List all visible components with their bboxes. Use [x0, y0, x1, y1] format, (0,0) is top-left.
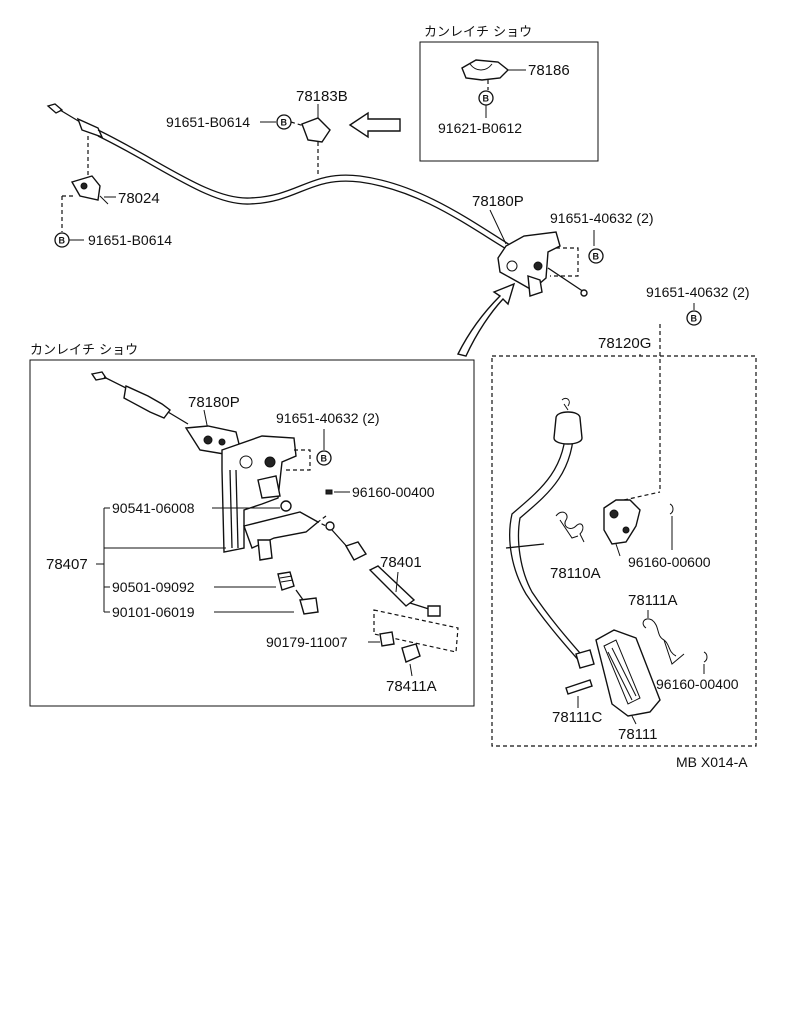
rod-78401 [368, 565, 416, 607]
pedal-arm-boss [553, 411, 583, 445]
pin-icon [325, 489, 333, 495]
accelerator-cable-sheath [97, 135, 509, 251]
label-pin-96160-00400: 96160-00400 [656, 676, 739, 692]
bolt-marker-icon [588, 248, 604, 264]
inset-left-title: カンレイチ ショウ [30, 343, 138, 358]
label-bolt-bracket-upper: 91651-40632 (2) [550, 210, 654, 226]
pedal-arm [509, 423, 581, 663]
bolt-marker-icon [316, 450, 332, 466]
pin-96160-00600-icon [669, 503, 674, 515]
label-78186: 78186 [528, 62, 570, 79]
cable-bracket [497, 231, 561, 291]
pedal-pad-78111 [595, 629, 661, 717]
pedal-assembly-frame [491, 355, 757, 747]
label-78110a: 78110A [550, 565, 601, 582]
cap-78411a-icon [401, 643, 421, 663]
spring-78110a [555, 511, 585, 543]
inset-left: カンレイチ ショウ 78180P 91651-40632 (2) B 96160… [29, 343, 475, 707]
label-bolt-90541: 90541-06008 [112, 500, 195, 516]
lever-arm [243, 511, 320, 549]
pin-96160-00400-icon [703, 651, 708, 663]
pedal-assembly: 91651-40632 (2) B 78120G 78110A 96160-00… [491, 284, 757, 747]
label-78111c: 78111C [552, 709, 602, 726]
label-78024: 78024 [118, 190, 160, 207]
label-bolt-90101: 90101-06019 [112, 604, 195, 620]
label-78407: 78407 [46, 556, 88, 573]
pin-78111c-icon [565, 679, 593, 695]
bolt-90101-icon [299, 597, 319, 615]
clamp-78183b [301, 117, 331, 143]
label-78401: 78401 [380, 554, 422, 571]
label-bolt-clamp-upper: 91651-B0614 [166, 114, 250, 130]
label-78111a: 78111A [628, 592, 678, 609]
rod-joint [344, 541, 368, 561]
label-bolt-90501: 90501-09092 [112, 579, 195, 595]
label-78183b: 78183B [296, 88, 348, 105]
clamp-78186 [461, 59, 510, 81]
bolt-marker-icon [686, 310, 702, 326]
svg-text:B: B [691, 314, 698, 324]
svg-text:B: B [321, 454, 328, 464]
nut-90179-icon [379, 631, 395, 647]
diagram-code: MB X014-A [676, 754, 748, 770]
label-78111: 78111 [618, 726, 658, 743]
label-pin-96160-00600: 96160-00600 [628, 554, 711, 570]
bracket-bolt [547, 267, 585, 293]
svg-text:B: B [593, 252, 600, 262]
upper-cable-group: 78183B B 91651-B0614 78024 B 91651-B0614… [46, 88, 654, 357]
pedal-shaft [505, 543, 545, 549]
label-78120g: 78120G [598, 335, 651, 352]
label-nut-90179: 90179-11007 [266, 634, 348, 650]
label-bolt-inset-top: 91621-B0612 [438, 120, 522, 136]
label-bolt-clamp-left: 91651-B0614 [88, 232, 172, 248]
inset-left-frame [29, 359, 475, 707]
inset-top-title: カンレイチ ショウ [424, 25, 532, 40]
spring-78111a [642, 618, 685, 665]
cable-adjuster [76, 117, 104, 139]
label-78411a: 78411A [386, 678, 437, 695]
label-pin-inset: 96160-00400 [352, 484, 435, 500]
inset-top-frame [419, 41, 599, 162]
svg-text:B: B [483, 94, 490, 104]
cable-adjuster [123, 384, 171, 419]
inset-top: カンレイチ ショウ 78186 B 91621-B0612 [419, 25, 599, 162]
label-bolt-pedal: 91651-40632 (2) [646, 284, 750, 300]
svg-text:B: B [281, 118, 288, 128]
cable-end-eye [90, 371, 108, 381]
arrow-left-icon [348, 111, 401, 139]
arrow-curved-icon [456, 282, 516, 357]
svg-text:B: B [59, 236, 66, 246]
label-78180p-inset: 78180P [188, 394, 240, 411]
cable-wire-tip [59, 109, 81, 123]
cable-end-eye [46, 103, 64, 114]
label-bolt-inset-left: 91651-40632 (2) [276, 410, 380, 426]
pedal-bracket [603, 499, 641, 545]
accelerator-cable [97, 129, 511, 246]
label-78180p-upper: 78180P [472, 193, 524, 210]
